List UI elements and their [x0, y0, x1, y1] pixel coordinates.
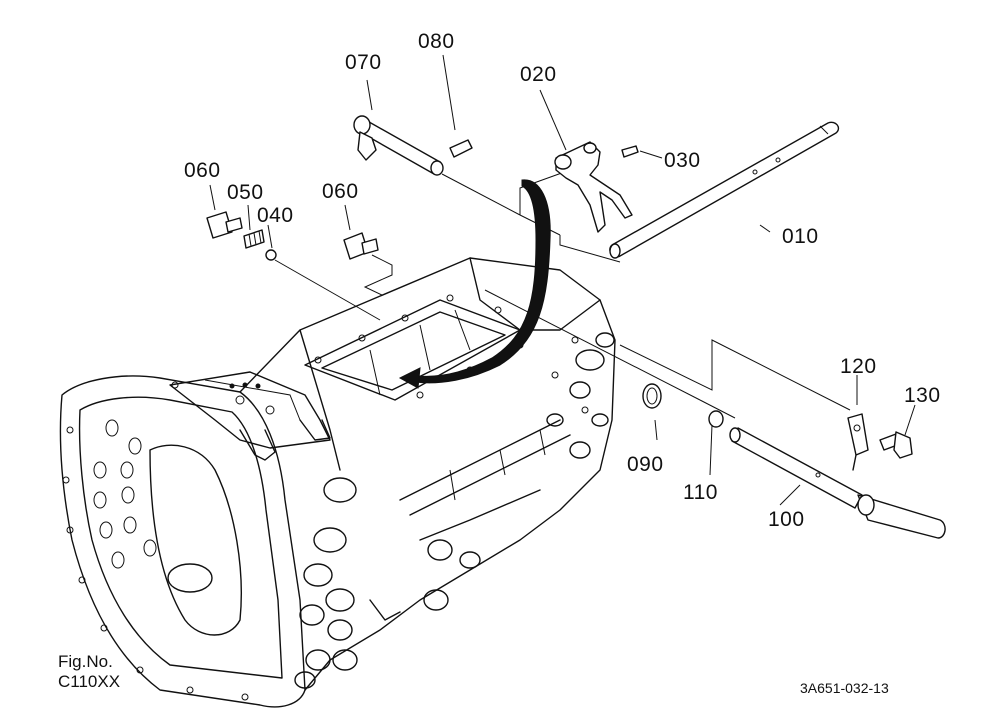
callout-060-right: 060: [322, 180, 359, 203]
callout-080: 080: [418, 30, 455, 53]
part-120-bracket: [847, 413, 869, 471]
drawing-code: 3A651-032-13: [800, 680, 889, 696]
figure-number-label: Fig.No.: [58, 652, 113, 671]
figure-number-value: C110XX: [58, 671, 121, 691]
routing-arrow: [398, 179, 551, 389]
part-060-plug-right: [343, 232, 379, 260]
callout-120: 120: [840, 355, 877, 378]
callout-020: 020: [520, 63, 557, 86]
part-060-plug-left: [206, 211, 243, 239]
part-100-shift-shaft: [729, 427, 946, 539]
part-070-shift-arm: [353, 115, 444, 176]
callout-110: 110: [683, 481, 718, 504]
part-110-o-ring: [708, 410, 724, 428]
callout-010: 010: [782, 225, 819, 248]
callout-060-left: 060: [184, 159, 221, 182]
callout-040: 040: [257, 204, 294, 227]
leader-lines: [209, 54, 916, 506]
callout-100: 100: [768, 508, 805, 531]
part-050-spring: [243, 229, 265, 249]
part-020-shift-fork: [554, 141, 633, 233]
part-130-bolt: [879, 431, 913, 459]
callout-130: 130: [904, 384, 941, 407]
part-030-spring-pin: [621, 145, 639, 158]
part-080-pin: [449, 139, 473, 158]
part-090-plug: [642, 383, 662, 409]
transmission-housing: [59, 257, 616, 708]
part-010-shift-rod: [609, 121, 840, 259]
part-040-ball: [265, 249, 277, 261]
callout-090: 090: [627, 453, 664, 476]
figure-number: Fig.No. C110XX: [58, 652, 120, 691]
callout-070: 070: [345, 51, 382, 74]
callout-050: 050: [227, 181, 264, 204]
callout-030: 030: [664, 149, 701, 172]
